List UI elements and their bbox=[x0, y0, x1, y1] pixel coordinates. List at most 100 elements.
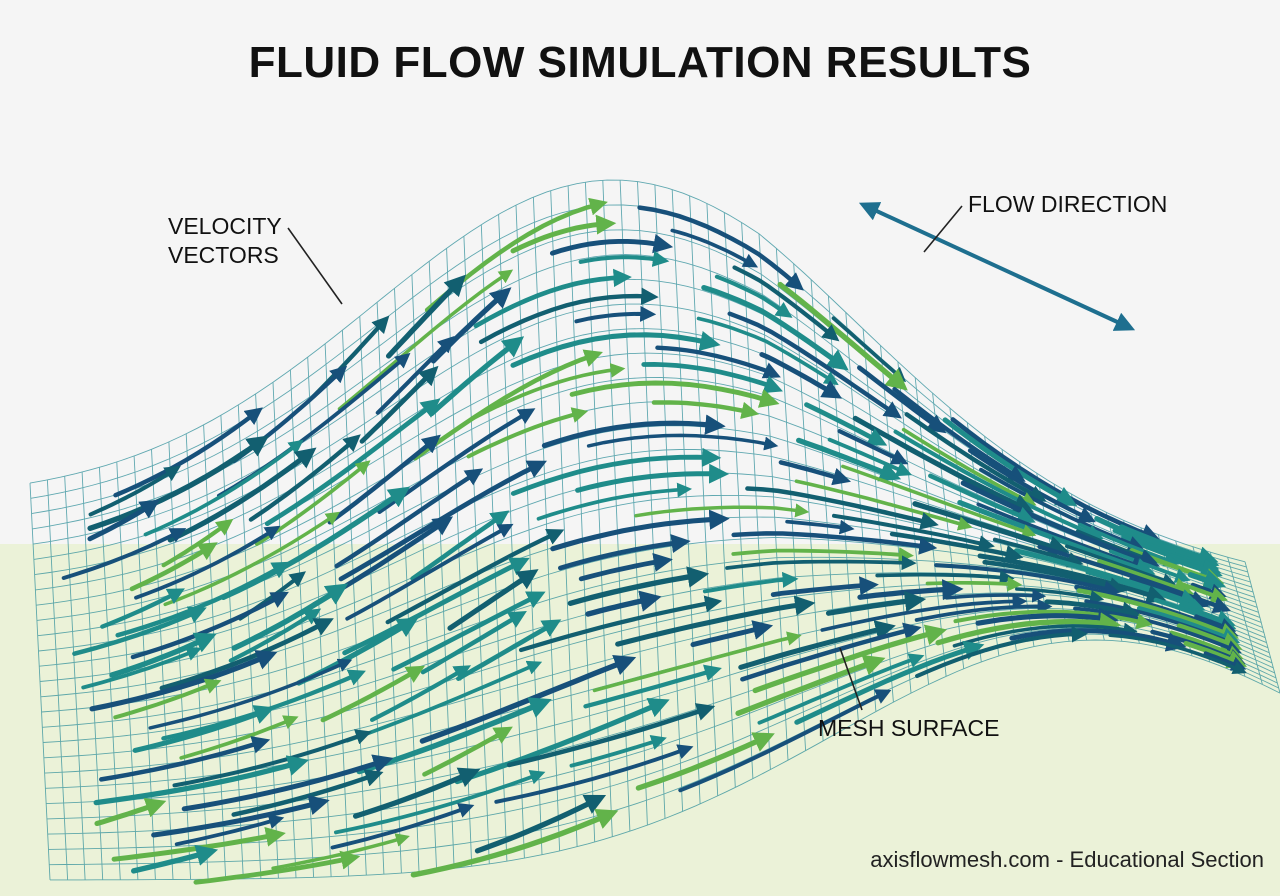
velocity-vector bbox=[447, 569, 539, 631]
velocity-vector bbox=[81, 646, 202, 690]
velocity-vector bbox=[87, 435, 270, 531]
velocity-vector bbox=[731, 531, 938, 555]
velocity-vector bbox=[732, 265, 840, 342]
velocity-vector bbox=[731, 547, 914, 563]
velocity-vector bbox=[143, 439, 304, 537]
velocity-vector bbox=[1076, 588, 1239, 641]
velocity-vector bbox=[992, 537, 1084, 568]
velocity-vector bbox=[785, 519, 855, 535]
velocity-vector bbox=[770, 576, 879, 597]
mesh-line bbox=[1244, 561, 1280, 694]
velocity-vector bbox=[1094, 516, 1220, 569]
velocity-vector bbox=[904, 412, 1047, 502]
velocity-vector bbox=[889, 531, 1024, 563]
velocity-vector bbox=[635, 732, 775, 791]
velocity-vector bbox=[271, 833, 410, 870]
mesh-line bbox=[81, 471, 104, 880]
velocity-vector bbox=[478, 287, 659, 345]
velocity-vector bbox=[151, 795, 330, 838]
velocity-vector bbox=[960, 480, 1161, 570]
velocity-vector bbox=[1187, 569, 1226, 591]
velocity-vector bbox=[832, 513, 995, 551]
velocity-vector bbox=[130, 591, 289, 660]
velocity-vector bbox=[410, 510, 510, 581]
velocity-vector bbox=[670, 228, 759, 268]
velocity-vector bbox=[510, 214, 617, 254]
velocity-vector bbox=[1044, 599, 1142, 621]
velocity-vector bbox=[549, 233, 674, 256]
velocity-vectors-label: VELOCITY VECTORS bbox=[168, 212, 282, 270]
velocity-vector bbox=[837, 429, 909, 465]
mesh-line bbox=[897, 361, 930, 685]
velocity-vector bbox=[385, 529, 565, 625]
velocity-vector bbox=[337, 269, 514, 411]
velocity-vector bbox=[696, 316, 839, 386]
velocity-vector bbox=[574, 305, 657, 324]
velocity-vector bbox=[115, 561, 291, 638]
velocity-vector bbox=[181, 754, 394, 812]
velocity-vector bbox=[757, 653, 925, 725]
velocity-vector bbox=[428, 336, 525, 417]
mesh-line bbox=[810, 279, 842, 732]
velocity-vector bbox=[558, 534, 691, 571]
mesh-line bbox=[515, 205, 543, 855]
velocity-vector bbox=[892, 387, 1026, 482]
velocity-vector bbox=[1085, 570, 1206, 613]
mesh-line bbox=[33, 278, 1251, 583]
mesh-line bbox=[706, 203, 736, 788]
velocity-vector bbox=[578, 552, 673, 582]
velocity-vector bbox=[1064, 544, 1177, 587]
velocity-vector bbox=[727, 311, 902, 419]
velocity-vector bbox=[569, 734, 667, 768]
velocity-vector bbox=[61, 528, 187, 580]
mesh-line bbox=[654, 184, 684, 812]
mesh-line bbox=[394, 288, 420, 872]
mesh-line bbox=[619, 180, 648, 826]
velocity-vector bbox=[735, 654, 886, 716]
velocity-vector bbox=[510, 447, 722, 496]
velocity-vector bbox=[1108, 633, 1247, 675]
velocity-vector bbox=[375, 336, 455, 415]
velocity-vector bbox=[167, 447, 317, 543]
velocity-vector bbox=[174, 814, 285, 847]
velocity-vector bbox=[778, 460, 851, 486]
velocity-vector bbox=[100, 588, 185, 629]
velocity-vector bbox=[641, 362, 783, 394]
velocity-vector bbox=[1119, 524, 1219, 566]
mesh-line bbox=[758, 233, 789, 761]
velocity-vector bbox=[952, 622, 1138, 648]
velocity-vector bbox=[977, 553, 1167, 604]
velocity-vector bbox=[506, 703, 716, 768]
velocity-vectors bbox=[61, 197, 1248, 885]
velocity-vector bbox=[109, 632, 217, 678]
velocity-vector bbox=[678, 689, 892, 793]
footer-credit: axisflowmesh.com - Educational Section bbox=[870, 847, 1264, 872]
mesh-line bbox=[359, 316, 385, 875]
flow-leader-line bbox=[923, 205, 963, 253]
mesh-line bbox=[741, 222, 771, 770]
velocity-vector bbox=[1136, 606, 1241, 645]
velocity-vector bbox=[745, 486, 939, 530]
mesh-line bbox=[845, 312, 877, 712]
velocity-vector bbox=[841, 464, 1037, 538]
velocity-vector bbox=[518, 595, 723, 653]
velocity-vector bbox=[569, 380, 780, 408]
velocity-vector bbox=[93, 755, 309, 806]
mesh-line bbox=[932, 393, 965, 669]
velocity-vector bbox=[334, 468, 484, 569]
velocity-vector bbox=[456, 619, 562, 681]
velocity-vector bbox=[264, 398, 441, 527]
mesh-line bbox=[376, 302, 402, 874]
mesh-leader-line bbox=[839, 647, 863, 711]
page-title: FLUID FLOW SIMULATION RESULTS bbox=[248, 38, 1032, 87]
velocity-vector bbox=[327, 434, 441, 525]
velocity-vector bbox=[586, 433, 779, 451]
mesh-line bbox=[793, 263, 824, 741]
velocity-vector bbox=[466, 407, 589, 459]
velocity-vector bbox=[1015, 587, 1105, 604]
velocity-vector bbox=[934, 563, 1121, 597]
velocity-vector bbox=[132, 705, 275, 753]
velocity-vector bbox=[248, 434, 361, 522]
velocity-vector bbox=[979, 467, 1144, 551]
